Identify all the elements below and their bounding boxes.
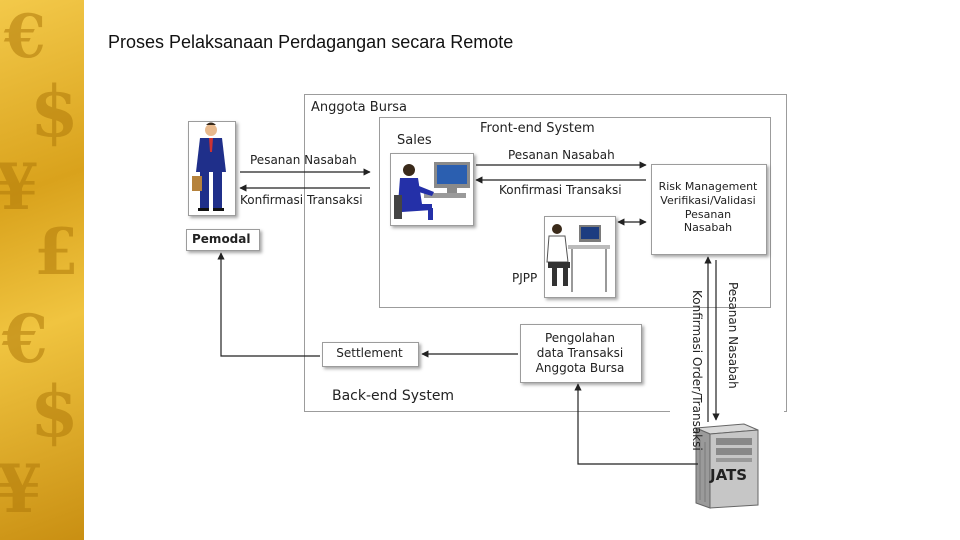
server-icon — [695, 423, 759, 509]
risk-line-2: Verifikasi/Validasi — [660, 193, 756, 207]
arrow-jats-to-pengolahan — [574, 383, 698, 465]
jats-label: JATS — [710, 466, 748, 484]
pengolahan-line-2: data Transaksi — [536, 346, 624, 360]
arrow-label-konfirmasi-transaksi-right: Konfirmasi Transaksi — [499, 183, 622, 197]
konfirmasi-line-2: Order/Transaksi — [690, 356, 704, 451]
konfirmasi-line-1: Konfirmasi — [690, 290, 704, 354]
arrow-label-pesanan-nasabah-left: Pesanan Nasabah — [250, 153, 357, 167]
yen-icon: ¥ — [0, 150, 39, 225]
pound-icon: £ — [34, 215, 79, 290]
back-end-label: Back-end System — [332, 388, 455, 404]
pengolahan-box — [520, 324, 642, 383]
arrow-label-konfirmasi-order: Konfirmasi Order/Transaksi — [664, 290, 704, 451]
businessman-icon — [192, 122, 226, 211]
dollar-icon: $ — [30, 370, 79, 453]
euro-icon: € — [2, 300, 48, 378]
yen-icon: ¥ — [0, 450, 42, 528]
anggota-bursa-label: Anggota Bursa — [311, 100, 408, 115]
pengolahan-line-1: Pengolahan — [544, 331, 615, 345]
pemodal-box — [186, 229, 260, 251]
euro-icon: € — [4, 2, 46, 72]
front-end-label: Front-end System — [480, 121, 595, 136]
frame-gap — [670, 405, 784, 413]
arrow-label-konfirmasi-transaksi-left: Konfirmasi Transaksi — [240, 193, 363, 207]
settlement-label: Settlement — [336, 346, 403, 360]
settlement-box — [322, 342, 419, 367]
decorative-sidebar: € $ ¥ £ € $ ¥ — [0, 0, 84, 540]
pjpp-operator-icon — [546, 224, 610, 292]
pjpp-label: PJPP — [512, 271, 538, 285]
slide-title: Proses Pelaksanaan Perdagangan secara Re… — [108, 32, 514, 52]
risk-line-1: Risk Management — [658, 180, 758, 193]
dollar-icon: $ — [30, 70, 79, 153]
risk-line-3: Pesanan — [684, 207, 732, 221]
sales-operator-icon — [394, 162, 470, 220]
risk-line-4: Nasabah — [683, 221, 733, 235]
arrow-settlement-to-pemodal — [217, 252, 320, 357]
pemodal-label: Pemodal — [192, 232, 251, 246]
risk-management-label: Risk Management Verifikasi/Validasi Pesa… — [651, 180, 765, 235]
sales-label: Sales — [397, 133, 432, 148]
risk-management-box — [651, 164, 767, 255]
pengolahan-line-3: Anggota Bursa — [535, 361, 625, 375]
arrow-label-pesanan-nasabah-vertical: Pesanan Nasabah — [726, 282, 740, 389]
pengolahan-label: Pengolahan data Transaksi Anggota Bursa — [520, 331, 640, 376]
arrow-label-pesanan-nasabah-right: Pesanan Nasabah — [508, 148, 615, 162]
